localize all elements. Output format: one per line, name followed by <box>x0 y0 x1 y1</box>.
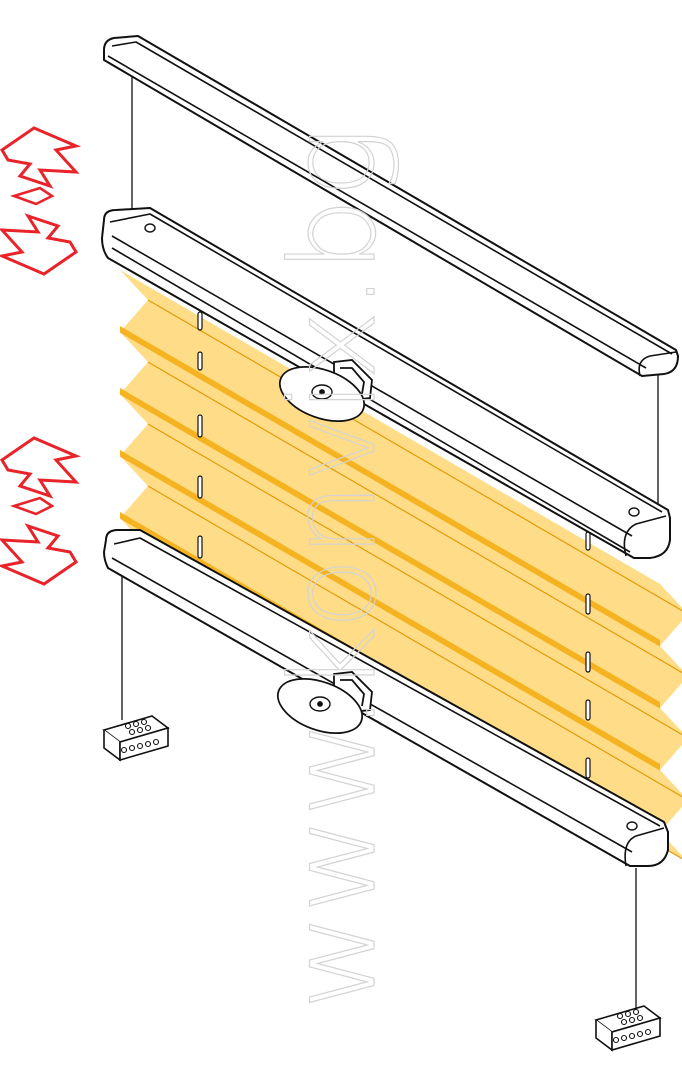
cords <box>121 62 659 1010</box>
double-vertical-arrow-icon <box>0 436 82 586</box>
top-head-rail <box>103 35 679 377</box>
cord-anchor-left <box>102 715 170 762</box>
watermark-text: www.konvix.bg <box>264 127 402 1010</box>
handle-upper[interactable] <box>272 356 373 431</box>
cord-anchor-right <box>594 1005 662 1052</box>
cord-slots <box>197 311 591 779</box>
handle-lower[interactable] <box>270 668 373 743</box>
double-vertical-arrow-icon <box>0 126 82 276</box>
bottom-rail <box>103 529 669 867</box>
